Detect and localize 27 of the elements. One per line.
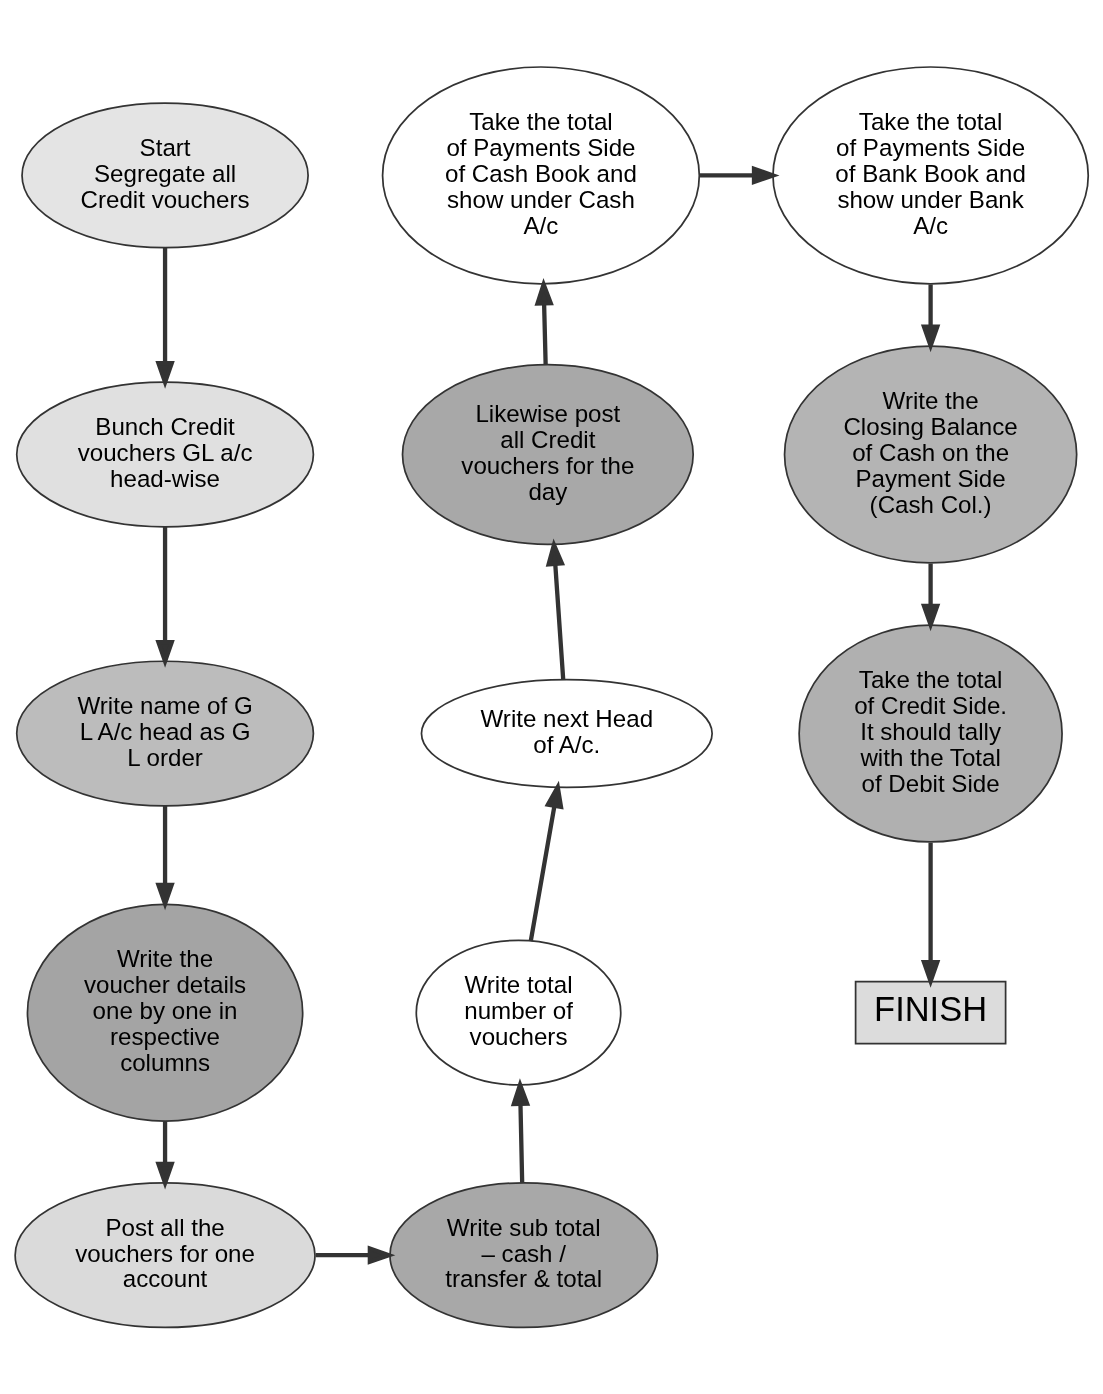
node-ellipse: Write name of G L A/c head as G L order [15,660,315,807]
node-ellipse: Write total number of vouchers [415,939,622,1086]
arrow [315,1245,396,1265]
arrow [155,1121,175,1190]
node-ellipse: Take the total of Payments Side of Cash Book and show under Cash A/c [381,66,701,285]
node-ellipse: Bunch Credit vouchers GL a/c head-wise [15,381,315,528]
arrow [155,805,175,911]
node-ellipse: Start Segregate all Credit vouchers [21,102,309,249]
node-ellipse: Write the Closing Balance of Cash on the Payment Side (Cash Col.) [783,345,1078,564]
arrow [510,1078,531,1183]
node-ellipse: Write the voucher details one by one in respective columns [26,903,304,1122]
arrow [155,247,175,389]
node-ellipse: Likewise post all Credit vouchers for the day [401,363,695,546]
arrow [920,842,941,988]
arrow [920,563,941,632]
node-ellipse: Write sub total – cash / transfer & total [389,1182,659,1329]
node-ellipse: Take the total of Payments Side of Bank Book and show under Bank A/c [772,66,1090,285]
node-ellipse: Write next Head of A/c. [420,678,713,789]
arrow [528,780,564,942]
arrow [545,538,566,680]
node-box: FINISH [854,980,1007,1045]
arrow [155,526,175,668]
arrow [920,284,941,353]
arrow [700,165,780,186]
arrow [534,277,554,365]
node-ellipse: Post all the vouchers for one account [14,1182,316,1329]
node-ellipse: Take the total of Credit Side. It should tally with the Total of Debit Side [798,624,1063,843]
